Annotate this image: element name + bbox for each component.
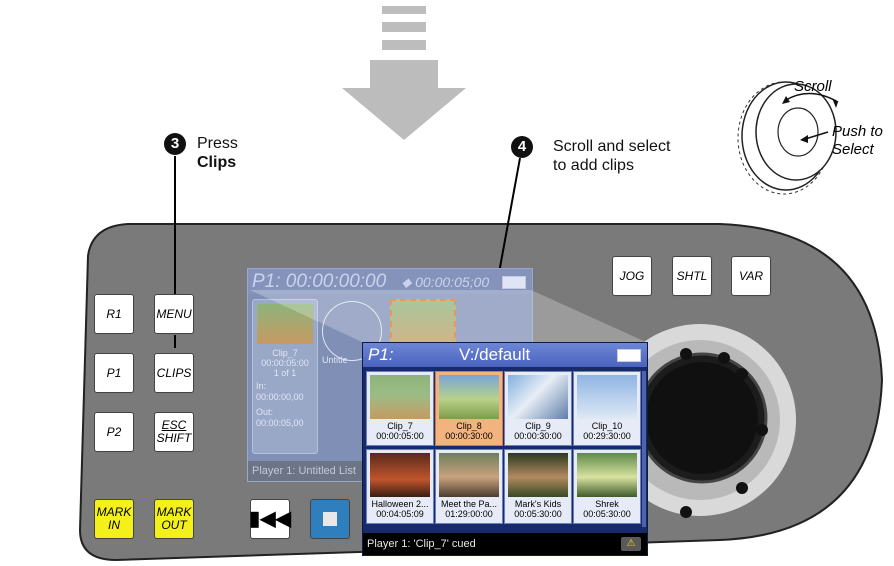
var-button[interactable]: VAR [731,256,771,296]
clip-thumbnail [439,375,499,419]
mark-in-line2: IN [108,518,120,532]
shtl-button[interactable]: SHTL [672,256,712,296]
esc-label: ESC [161,418,187,432]
callout-4-line1: Scroll and select [553,138,671,155]
clip-duration: 00:05:30:00 [583,509,631,519]
battery-icon [617,349,641,362]
clip-thumbnail [577,453,637,497]
callout-3-line2: Clips [197,154,237,171]
clip-duration: 00:00:05:00 [376,431,424,441]
front-status-text: Player 1: 'Clip_7' cued [367,538,476,550]
back-clip-thumb [257,304,313,344]
skip-back-icon: ▮◀◀ [249,507,291,530]
callout-3-text: Press Clips [197,134,238,172]
clips-button[interactable]: CLIPS [154,353,194,393]
mark-out-line1: MARK [156,505,192,519]
clip-duration: 00:05:30:00 [514,509,562,519]
clip-name: Clip_7 [387,421,413,431]
clip-name: Halloween 2... [371,499,429,509]
clip-tile[interactable]: Halloween 2...00:04:05:09 [366,449,434,524]
stop-button[interactable] [310,499,350,539]
clip-duration: 00:04:05:09 [376,509,424,519]
back-screen-title: P1: 00:00:00:00 ⬥ 00:00:05;00 [248,269,532,294]
clip-name: Mark's Kids [514,499,562,509]
back-clock-icon [322,301,382,361]
clip-thumbnail [439,453,499,497]
back-thumb-selected [390,299,456,349]
r1-button[interactable]: R1 [94,294,134,334]
knob-push-line2: Select [832,141,874,158]
mark-out-button[interactable]: MARK OUT [154,499,194,539]
clip-name: Clip_9 [525,421,551,431]
back-clip-count: 1 of 1 [273,368,297,378]
clip-name: Clip_10 [591,421,623,431]
callout-3-leader [174,156,176,348]
callout-4-line2: to add clips [553,157,634,174]
warning-icon[interactable]: ⚠ [621,537,641,551]
knob-push-line1: Push to [832,123,883,140]
scrollbar[interactable] [642,371,646,527]
clip-duration: 00:00:30:00 [445,431,493,441]
p2-button[interactable]: P2 [94,412,134,452]
clip-thumbnail [370,453,430,497]
front-player-label: P1: [368,345,394,364]
clip-duration: 00:00:30:00 [514,431,562,441]
clip-thumbnail [370,375,430,419]
rewind-to-start-button[interactable]: ▮◀◀ [249,499,291,539]
menu-button[interactable]: MENU [154,294,194,334]
callout-4-text: Scroll and select to add clips [553,137,670,175]
back-in-label: In: [256,381,267,391]
clip-name: Shrek [595,499,619,509]
callout-4-badge: 4 [511,136,533,158]
p1-button[interactable]: P1 [94,353,134,393]
back-timecode: P1: 00:00:00:00 [252,271,387,292]
callout-3-line1: Press [197,135,238,152]
back-clip-panel: Clip_7 00:00:05:00 1 of 1 In: 00:00:00,0… [252,299,318,454]
back-out-label: Out: [256,407,274,417]
front-screen-title: P1: V:/default [363,343,647,367]
clip-thumbnail [508,453,568,497]
mark-out-line2: OUT [161,518,187,532]
back-in-value: 00:00:00,00 [256,392,304,402]
mark-in-button[interactable]: MARK IN [94,499,134,539]
callout-3-badge: 3 [164,133,186,155]
back-out-value: 00:00:05,00 [256,418,304,428]
back-battery-icon [502,276,526,289]
stop-icon [323,512,337,526]
back-duration: ⬥ 00:00:05;00 [401,274,490,290]
knob-push-label: Push to Select [832,123,883,159]
clip-name: Clip_8 [456,421,482,431]
back-mid-label: Untitle [322,355,348,365]
shift-label: SHIFT [156,431,192,445]
clip-name: Meet the Pa... [440,499,498,509]
knob-illustration [737,81,839,195]
esc-shift-button[interactable]: ESC SHIFT [154,412,194,452]
back-clip-name: Clip_7 [272,348,298,358]
knob-scroll-label: Scroll [794,78,832,95]
clip-duration: 01:29:00:00 [445,509,493,519]
clip-thumbnail [577,375,637,419]
clip-tile[interactable]: Meet the Pa...01:29:00:00 [435,449,503,524]
front-path: V:/default [459,345,531,364]
front-status-bar: Player 1: 'Clip_7' cued ⚠ [363,533,647,555]
mark-in-line1: MARK [96,505,132,519]
clip-duration: 00:29:30:00 [583,431,631,441]
jog-button[interactable]: JOG [612,256,652,296]
back-clip-time: 00:00:05:00 [261,358,309,368]
clip-thumbnail [508,375,568,419]
